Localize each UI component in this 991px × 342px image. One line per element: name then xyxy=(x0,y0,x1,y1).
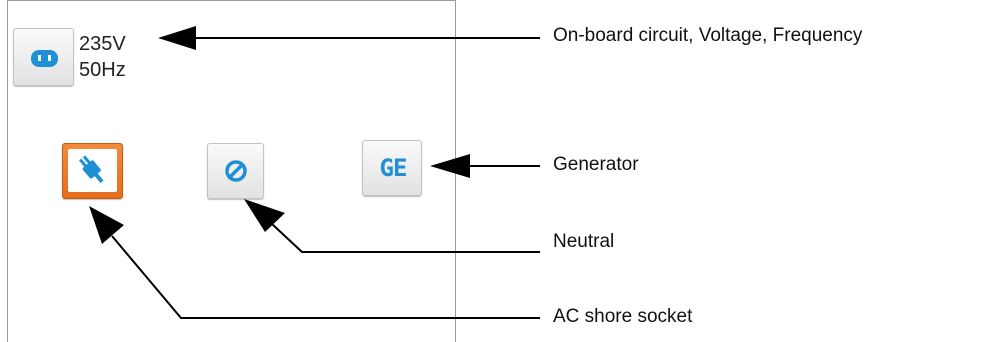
frequency-value: 50Hz xyxy=(79,59,126,81)
generator-arrowhead xyxy=(430,154,470,178)
neutral-arrowhead xyxy=(244,199,285,232)
slashed-circle-icon xyxy=(225,160,247,182)
generator-label: GE xyxy=(379,154,408,182)
socket-icon xyxy=(31,50,58,67)
generator-button[interactable]: GE xyxy=(362,140,422,196)
neutral-button[interactable] xyxy=(207,143,264,199)
shore-arrow-line xyxy=(111,235,540,319)
ac-shore-socket-button[interactable] xyxy=(62,143,123,199)
neutral-annotation: Neutral xyxy=(553,231,615,252)
shore-arrowhead xyxy=(89,206,124,244)
neutral-arrow-line xyxy=(271,223,540,253)
voltage-frequency-readout: 235V 50Hz xyxy=(79,31,126,83)
plug-icon xyxy=(79,155,104,184)
generator-annotation: Generator xyxy=(553,154,639,175)
voltage-value: 235V xyxy=(79,33,126,55)
shore-annotation: AC shore socket xyxy=(553,306,693,327)
onboard-annotation: On-board circuit, Voltage, Frequency xyxy=(553,25,863,46)
onboard-circuit-button[interactable] xyxy=(13,28,74,86)
onboard-arrowhead xyxy=(158,26,196,50)
